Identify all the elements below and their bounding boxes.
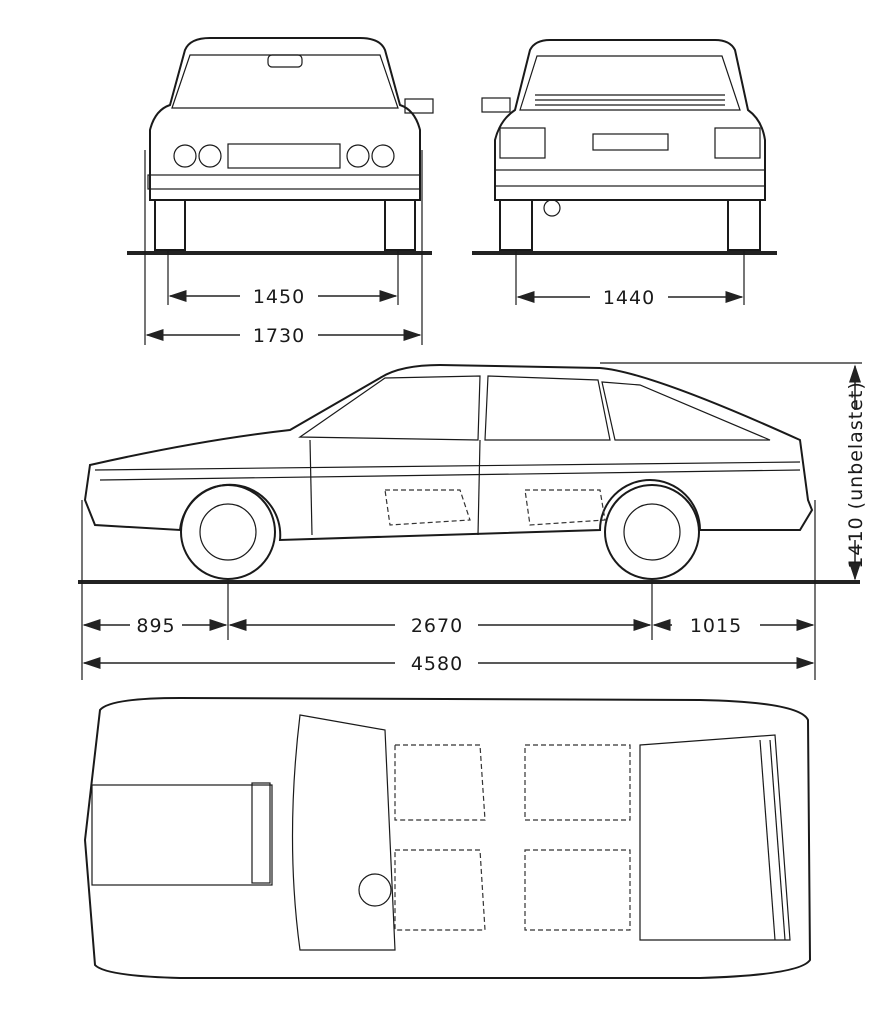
dimension-front-width: 1730 — [145, 325, 422, 347]
dimension-rear-overhang: 1015 — [652, 615, 815, 637]
dimension-height: 1410 (unbelastet) — [845, 364, 867, 581]
dimension-overall-length: 4580 — [82, 653, 815, 675]
height-label: 1410 (unbelastet) — [845, 381, 867, 568]
overall-length-label: 4580 — [411, 653, 463, 675]
dimension-front-track: 1450 — [168, 286, 398, 308]
wheelbase-label: 2670 — [411, 615, 463, 637]
front-track-label: 1450 — [253, 286, 305, 308]
front-overhang-label: 895 — [136, 615, 175, 637]
rear-overhang-label: 1015 — [690, 615, 742, 637]
rear-view — [472, 39, 777, 305]
dimension-wheelbase: 2670 — [228, 615, 652, 637]
front-width-label: 1730 — [253, 325, 305, 347]
side-view — [78, 362, 862, 680]
top-view — [83, 696, 812, 979]
dimension-rear-track: 1440 — [516, 287, 744, 309]
rear-track-label: 1440 — [603, 287, 655, 309]
dimension-front-overhang: 895 — [82, 615, 228, 637]
front-view — [127, 37, 434, 345]
